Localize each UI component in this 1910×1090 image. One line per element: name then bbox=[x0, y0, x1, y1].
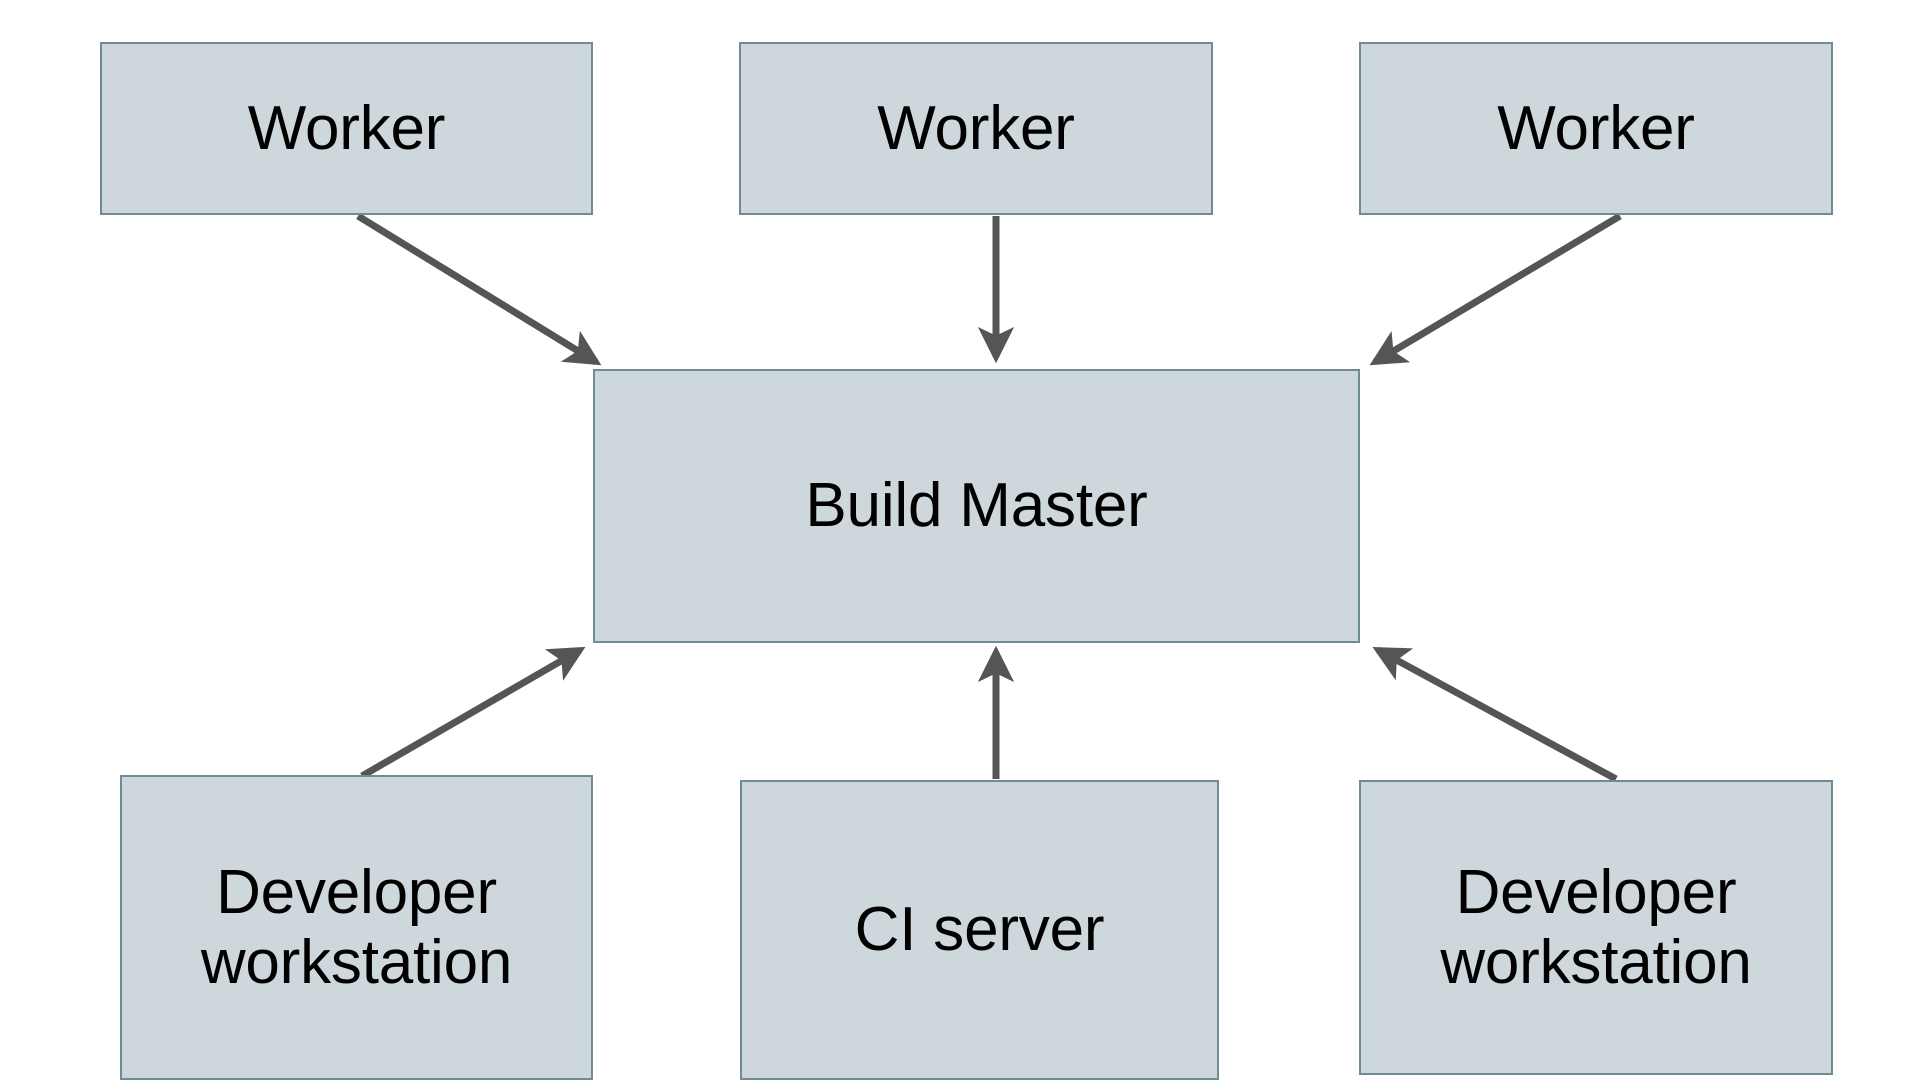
node-dev-workstation-right[interactable]: Developer workstation bbox=[1359, 780, 1833, 1075]
node-worker-2[interactable]: Worker bbox=[739, 42, 1213, 215]
edge-worker-1-to-master bbox=[356, 213, 602, 366]
node-dev-workstation-right-label: Developer workstation bbox=[1440, 858, 1752, 997]
edge-dev-right-to-master bbox=[1372, 646, 1618, 783]
node-build-master-label: Build Master bbox=[805, 471, 1148, 541]
node-dev-workstation-left[interactable]: Developer workstation bbox=[120, 775, 593, 1080]
node-worker-2-label: Worker bbox=[877, 93, 1075, 163]
node-build-master[interactable]: Build Master bbox=[593, 369, 1360, 643]
node-worker-1[interactable]: Worker bbox=[100, 42, 593, 215]
node-worker-3[interactable]: Worker bbox=[1359, 42, 1833, 215]
node-ci-server-label: CI server bbox=[854, 895, 1105, 965]
node-worker-3-label: Worker bbox=[1497, 93, 1695, 163]
node-worker-1-label: Worker bbox=[247, 93, 446, 163]
node-dev-workstation-left-label: Developer workstation bbox=[200, 858, 513, 997]
edge-worker-3-to-master bbox=[1369, 212, 1622, 366]
edge-dev-left-to-master bbox=[360, 646, 586, 780]
node-ci-server[interactable]: CI server bbox=[740, 780, 1219, 1080]
